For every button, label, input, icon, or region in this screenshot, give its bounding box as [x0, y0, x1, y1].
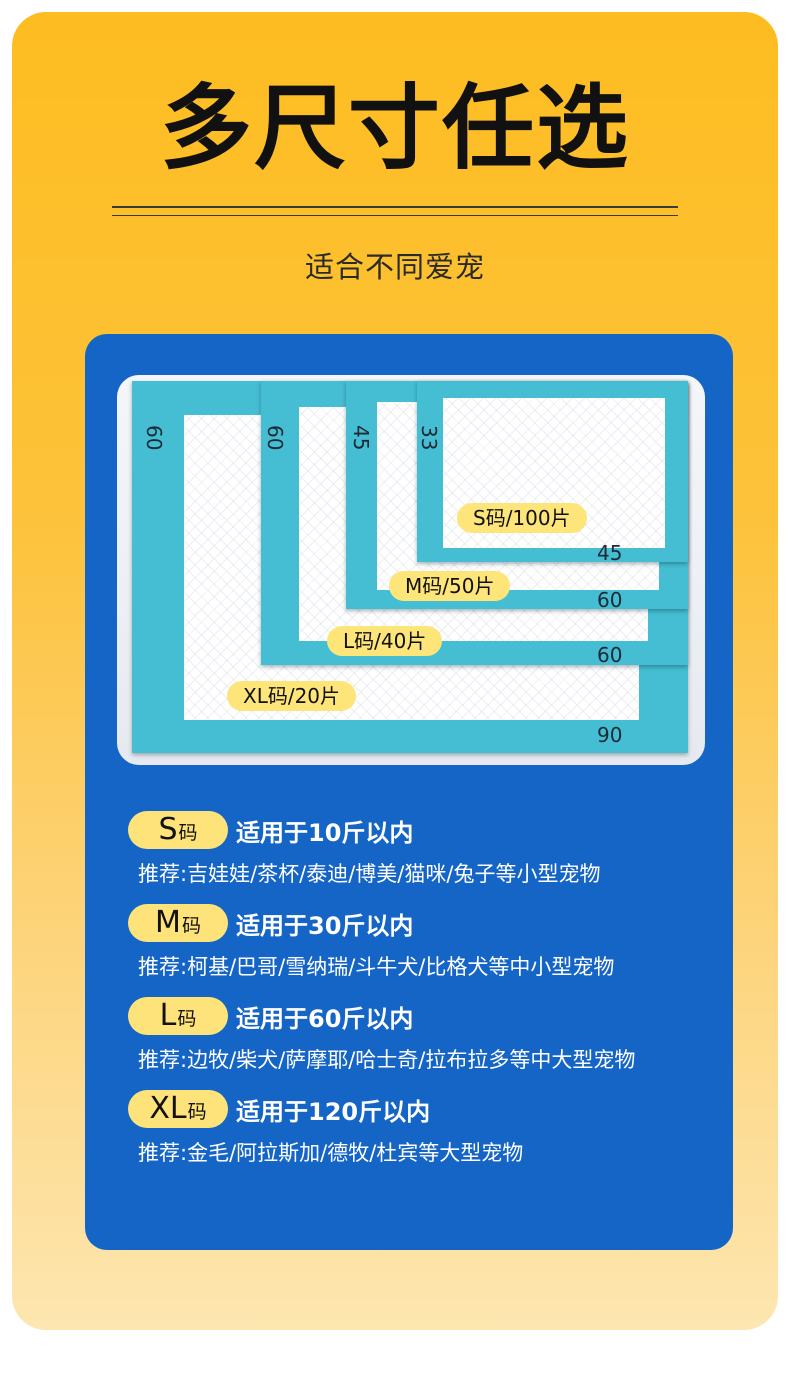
size-recommend-text: 推荐:边牧/柴犬/萨摩耶/哈士奇/拉布拉多等中大型宠物: [138, 1048, 636, 1072]
size-fit-text: 适用于120斤以内: [236, 1098, 431, 1126]
pad-xl-width-label: 90: [597, 723, 623, 747]
title-divider-top: [112, 206, 678, 208]
size-badge-s: S码: [128, 811, 228, 849]
title-divider-bottom: [112, 215, 678, 216]
page-subtitle: 适合不同爱宠: [304, 250, 485, 284]
size-unit: 码: [177, 1008, 197, 1030]
pad-s: [417, 381, 688, 562]
size-letter: S: [158, 812, 178, 847]
pad-l-tag: L码/40片: [327, 626, 443, 656]
size-badge-m: M码: [128, 904, 228, 942]
size-fit-text: 适用于30斤以内: [236, 912, 414, 940]
size-recommend-text: 推荐:柯基/巴哥/雪纳瑞/斗牛犬/比格犬等中小型宠物: [138, 955, 615, 979]
pad-l-height-label: 60: [263, 425, 287, 451]
product-size-photo: 60 60 45 33 45 60 60 90 S码/100片 M码/50片 L…: [117, 375, 705, 765]
size-fit-text: 适用于10斤以内: [236, 819, 414, 847]
pad-xl-tag: XL码/20片: [227, 681, 357, 711]
size-letter: XL: [149, 1091, 187, 1126]
size-unit: 码: [187, 1101, 207, 1123]
pad-xl-height-label: 60: [142, 425, 166, 451]
pad-s-tag: S码/100片: [457, 503, 587, 533]
size-unit: 码: [178, 822, 198, 844]
pad-s-height-label: 33: [417, 425, 441, 451]
page-title: 多尺寸任选: [159, 75, 630, 182]
size-recommend-text: 推荐:金毛/阿拉斯加/德牧/杜宾等大型宠物: [138, 1141, 524, 1165]
pad-m-height-label: 45: [349, 425, 373, 451]
size-letter: M: [155, 905, 181, 940]
size-badge-xl: XL码: [128, 1090, 228, 1128]
pad-s-width-label: 45: [597, 541, 623, 565]
size-recommend-text: 推荐:吉娃娃/茶杯/泰迪/博美/猫咪/兔子等小型宠物: [138, 862, 601, 886]
pad-m-width-label: 60: [597, 588, 623, 612]
size-unit: 码: [181, 915, 201, 937]
size-letter: L: [159, 998, 177, 1033]
pad-l-width-label: 60: [597, 643, 623, 667]
pad-m-tag: M码/50片: [389, 571, 511, 601]
size-fit-text: 适用于60斤以内: [236, 1005, 414, 1033]
size-badge-l: L码: [128, 997, 228, 1035]
